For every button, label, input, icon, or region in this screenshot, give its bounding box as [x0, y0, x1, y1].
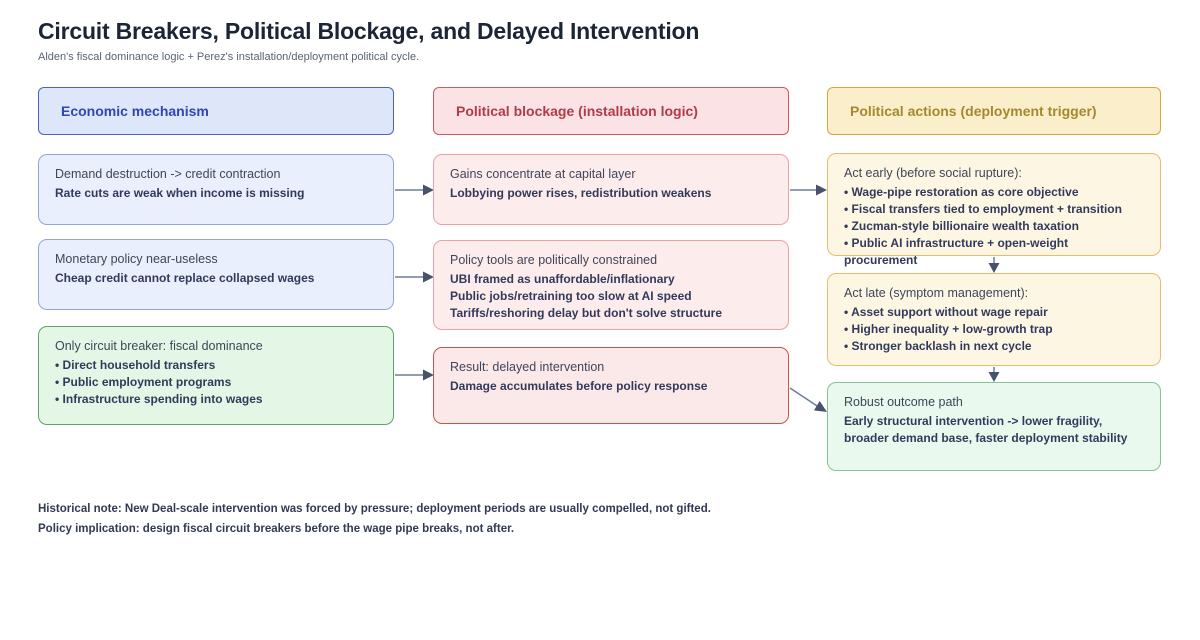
box-fiscal-dominance: Only circuit breaker: fiscal dominance •… [38, 326, 394, 425]
header-label: Economic mechanism [61, 103, 209, 119]
box-title: Act early (before social rupture): [844, 166, 1022, 180]
box-line: • Fiscal transfers tied to employment + … [844, 202, 1122, 216]
header-political-blockage: Political blockage (installation logic) [433, 87, 789, 135]
arrow-gains-to-act-early [790, 184, 827, 196]
box-line: • Wage-pipe restoration as core objectiv… [844, 185, 1079, 199]
arrow-demand-to-gains [395, 184, 434, 196]
box-line: Cheap credit cannot replace collapsed wa… [55, 271, 315, 285]
header-label: Political blockage (installation logic) [456, 103, 698, 119]
box-line: • Zucman-style billionaire wealth taxati… [844, 219, 1079, 233]
box-act-early: Act early (before social rupture): • Wag… [827, 153, 1161, 267]
box-title: Act late (symptom management): [844, 286, 1029, 300]
box-title: Gains concentrate at capital layer [450, 167, 636, 181]
arrow-monetary-to-policy-tools [395, 271, 434, 283]
box-title: Policy tools are politically constrained [450, 253, 658, 267]
box-robust-outcome-path: Robust outcome path Early structural int… [827, 382, 1161, 471]
box-line: UBI framed as unaffordable/inflationary [450, 272, 675, 286]
box-gains-concentrate: Gains concentrate at capital layer Lobby… [433, 154, 789, 225]
box-line: • Asset support without wage repair [844, 305, 1048, 319]
box-line: Lobbying power rises, redistribution wea… [450, 186, 712, 200]
box-act-late: Act late (symptom management): • Asset s… [827, 273, 1161, 366]
box-line: Tariffs/reshoring delay but don't solve … [450, 306, 723, 320]
policy-implication-note: Policy implication: design fiscal circui… [38, 523, 515, 535]
box-line: • Infrastructure spending into wages [55, 392, 263, 406]
box-line: Public jobs/retraining too slow at AI sp… [450, 289, 692, 303]
box-title: Monetary policy near-useless [55, 252, 218, 266]
header-economic-mechanism: Economic mechanism [38, 87, 394, 135]
box-title: Robust outcome path [844, 395, 963, 409]
box-line: broader demand base, faster deployment s… [844, 431, 1128, 445]
box-line: • Direct household transfers [55, 358, 216, 372]
box-line: • Public AI infrastructure + open-weight… [844, 236, 1069, 267]
box-policy-tools-constrained: Policy tools are politically constrained… [433, 240, 789, 330]
box-result-delayed-intervention: Result: delayed intervention Damage accu… [433, 347, 789, 424]
page-title: Circuit Breakers, Political Blockage, an… [38, 18, 700, 44]
box-line: • Public employment programs [55, 375, 232, 389]
box-line: • Stronger backlash in next cycle [844, 339, 1032, 353]
arrow-fiscal-to-result [395, 369, 434, 381]
historical-note: Historical note: New Deal-scale interven… [38, 503, 711, 515]
arrow-act-late-to-robust [988, 367, 1000, 382]
box-line: Damage accumulates before policy respons… [450, 379, 708, 393]
page-subtitle: Alden's fiscal dominance logic + Perez's… [38, 51, 420, 63]
box-line: Rate cuts are weak when income is missin… [55, 186, 305, 200]
box-line: • Higher inequality + low-growth trap [844, 322, 1053, 336]
arrow-result-to-robust [789, 387, 827, 412]
header-label: Political actions (deployment trigger) [850, 103, 1097, 119]
box-monetary-policy: Monetary policy near-useless Cheap credi… [38, 239, 394, 310]
box-line: Early structural intervention -> lower f… [844, 414, 1103, 428]
box-title: Demand destruction -> credit contraction [55, 167, 281, 181]
box-demand-destruction: Demand destruction -> credit contraction… [38, 154, 394, 225]
box-title: Result: delayed intervention [450, 360, 605, 374]
box-title: Only circuit breaker: fiscal dominance [55, 339, 263, 353]
header-political-actions: Political actions (deployment trigger) [827, 87, 1161, 135]
